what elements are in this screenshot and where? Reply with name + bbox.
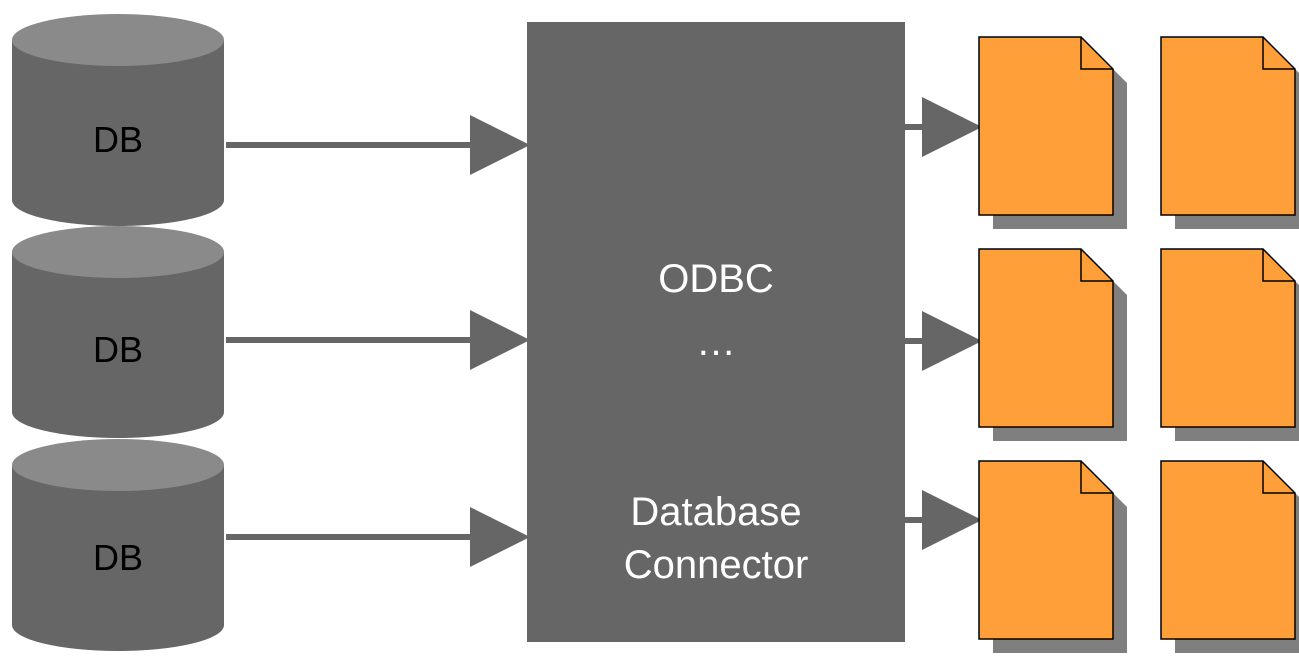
document-icon: [1160, 36, 1299, 229]
document-icon: [978, 36, 1127, 229]
connector-label-line1: Database: [630, 490, 801, 534]
document-grid: [978, 36, 1299, 653]
database-cylinder-3: DB: [12, 439, 224, 651]
database-label: DB: [93, 329, 143, 370]
document-icon: [1160, 248, 1299, 441]
document-icon: [978, 460, 1127, 653]
database-cylinder-2: DB: [12, 226, 224, 438]
database-connector-box: ODBC … Database Connector: [527, 22, 905, 642]
document-icon: [1160, 460, 1299, 653]
connector-label-line2: Connector: [624, 543, 809, 587]
database-cylinder-1: DB: [12, 14, 224, 226]
connector-ellipsis: …: [696, 320, 736, 364]
document-icon: [978, 248, 1127, 441]
connector-title-odbc: ODBC: [658, 257, 774, 301]
database-label: DB: [93, 119, 143, 160]
database-label: DB: [93, 537, 143, 578]
